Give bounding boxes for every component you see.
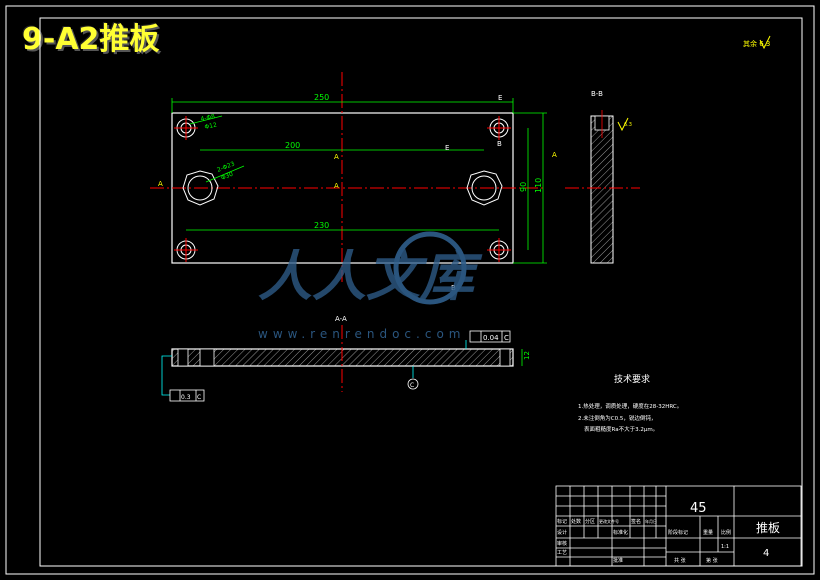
watermark-ring — [393, 231, 467, 305]
section-hole-right — [499, 348, 511, 367]
inner-border — [39, 17, 803, 567]
side-view: B-B 6.3 — [565, 90, 640, 264]
tech-req-heading: 技术要求 — [614, 373, 650, 385]
watermark: 人人文库 www.renrendoc.com — [258, 231, 483, 341]
label-a-right: A — [552, 151, 557, 159]
label-b-top: B — [497, 140, 502, 148]
large-hole-left — [182, 170, 219, 206]
label-e-top: E — [498, 94, 502, 102]
section-view: A-A 0.04 C 12 0.3 C C — [161, 315, 531, 402]
roughness-symbol — [759, 35, 771, 50]
section-hole-left — [177, 348, 189, 367]
tb-row-label-3: 工艺 — [557, 550, 567, 556]
parallel-frame — [169, 389, 205, 402]
leader-small-hole — [189, 115, 223, 125]
side-view-label: B-B — [591, 90, 603, 98]
corner-hole-tr — [487, 116, 511, 140]
label-e-mid: E — [445, 144, 449, 152]
tb-row-label-0: 标记 — [557, 518, 567, 525]
hole-note-large-2: Φ30 — [220, 171, 234, 182]
tb-weight-label: 重量 — [703, 529, 713, 536]
tb-quantity: 4 — [763, 548, 769, 559]
plan-view: 250 200 230 110 90 4-Φ8 Φ12 2-Φ23 Φ30 A … — [150, 72, 557, 292]
parallel-leader — [161, 355, 172, 396]
dim-90-text: 90 — [519, 182, 528, 192]
large-hole-right — [466, 170, 503, 206]
label-a-left: A — [158, 180, 163, 188]
title-block — [555, 485, 802, 567]
flatness-value: 0.04 — [483, 334, 499, 342]
tb-col-label-0: 处数 — [571, 518, 581, 525]
tb-part-name: 推板 — [756, 521, 780, 535]
tech-req-line1: 1.热处理，调质处理，硬度在28-32HRC。 — [578, 402, 682, 410]
thickness-text: 12 — [523, 351, 531, 360]
label-b-bottom: B — [451, 284, 456, 292]
tb-col-label-1: 分区 — [585, 518, 595, 525]
corner-hole-tl — [174, 116, 198, 140]
tb-scale: 1:1 — [721, 544, 729, 550]
parallel-datum: C — [197, 394, 201, 401]
tb-row-label-1: 设计 — [557, 529, 567, 536]
tb-col-label-2: 更改文件号 — [599, 518, 619, 524]
tb-sheet-num: 第 张 — [706, 557, 718, 564]
roughness-note: 其余 6.3 — [743, 39, 770, 48]
tb-scale-label: 比例 — [721, 529, 731, 536]
dim-200-text: 200 — [285, 141, 300, 150]
datum-circle — [407, 378, 419, 390]
hole-note-large: 2-Φ23 — [216, 160, 236, 173]
datum-label: C — [410, 382, 414, 389]
section-hole-large — [199, 348, 215, 367]
dim-230-text: 230 — [314, 221, 329, 230]
tech-req-line3: 表面粗糙度Ra不大于3.2μm。 — [584, 425, 658, 433]
tech-requirements: 技术要求 1.热处理，调质处理，硬度在28-32HRC。 2.未注倒角为C0.5… — [578, 373, 682, 433]
tb-material: 45 — [690, 501, 707, 516]
tb-std-label: 标准化 — [613, 529, 628, 536]
tb-sheet-total: 共 张 — [674, 557, 686, 564]
tb-row-label-2: 审核 — [557, 540, 567, 547]
flatness-datum: C — [504, 334, 509, 342]
dim-110-text: 110 — [534, 178, 543, 193]
drawing-title: 9-A2推板 — [22, 22, 160, 57]
tb-approve-label: 批准 — [613, 557, 623, 564]
dim-250-text: 250 — [314, 93, 329, 102]
section-view-label: A-A — [335, 315, 347, 323]
label-a-top: A — [334, 153, 339, 161]
corner-hole-bl — [174, 238, 198, 262]
tb-col-label-3: 签名 — [631, 518, 641, 525]
side-view-body — [590, 115, 614, 264]
leader-large-hole — [205, 165, 245, 183]
tech-req-line2: 2.未注倒角为C0.5，锐边倒钝， — [578, 414, 656, 422]
tb-col-label-4: 年月日 — [645, 518, 657, 524]
tb-stage-label: 阶段标记 — [668, 529, 688, 536]
outer-border — [5, 5, 815, 575]
corner-hole-br — [487, 238, 511, 262]
hole-note-small: 4-Φ8 — [200, 113, 216, 123]
hole-note-small-2: Φ12 — [204, 122, 218, 131]
label-a-center: A — [334, 182, 339, 190]
watermark-url: www.renrendoc.com — [258, 327, 465, 341]
watermark-brand: 人人文库 — [258, 245, 483, 308]
parallel-value: 0.3 — [181, 394, 191, 401]
flatness-frame — [469, 330, 511, 343]
side-roughness-symbol — [617, 117, 629, 132]
title-block-text: 45 推板 4 1:1 阶段标记 重量 比例 共 张 第 张 标记 设计 审核 … — [557, 501, 780, 564]
side-roughness-text: 6.3 — [624, 122, 632, 128]
